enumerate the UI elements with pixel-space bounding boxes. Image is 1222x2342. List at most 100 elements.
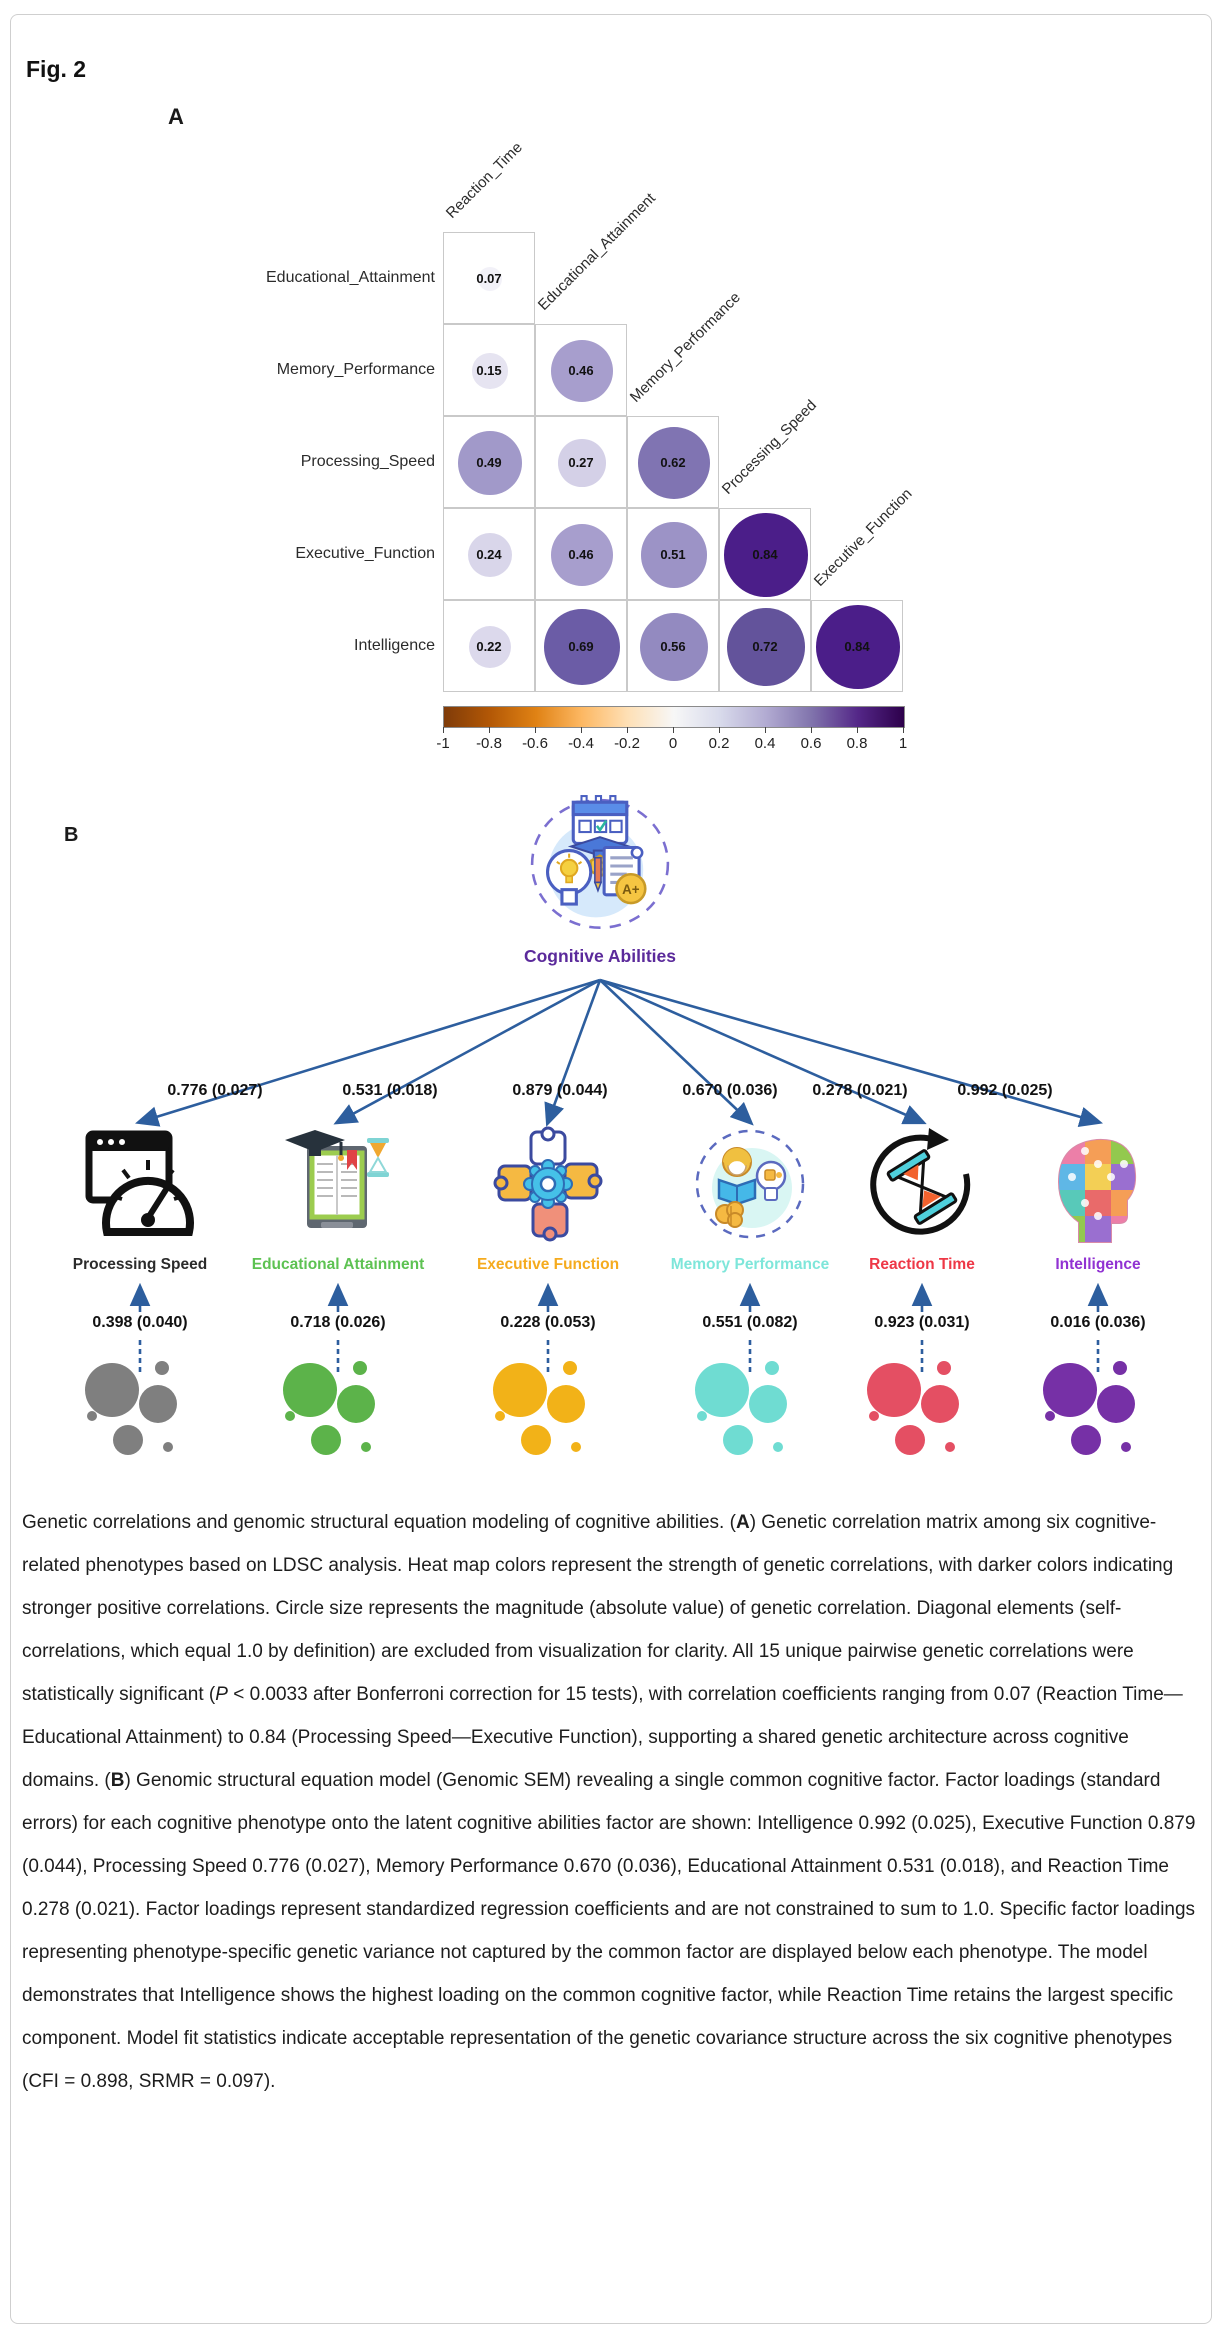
correlation-bubble [727, 608, 805, 686]
correlation-value: 0.84 [752, 546, 778, 562]
correlation-cell: 0.07 [443, 232, 535, 324]
specific-loading-value: 0.551 (0.082) [702, 1314, 798, 1331]
hourglass-cycle-icon [865, 1126, 979, 1244]
matrix-row-label: Executive_Function [295, 545, 435, 562]
colorbar-tick [627, 727, 628, 733]
factor-loading-value: 0.531 (0.018) [342, 1082, 438, 1099]
panel-b-label: B [64, 824, 79, 846]
colorbar-tick [765, 727, 766, 733]
factor-loading-arrows [135, 978, 1104, 1128]
puzzle-head-icon [1041, 1126, 1155, 1244]
correlation-cell: 0.22 [443, 600, 535, 692]
phenotype-label: Memory Performance [670, 1256, 830, 1273]
correlation-value: 0.84 [844, 638, 870, 654]
correlation-cell: 0.15 [443, 324, 535, 416]
colorbar-tick [719, 727, 720, 733]
correlation-value: 0.22 [476, 638, 502, 654]
phenotype-label: Processing Speed [72, 1256, 208, 1273]
caption-segment: ) Genomic structural equation model (Gen… [22, 1770, 1196, 2092]
person-brain-icon [693, 1126, 807, 1244]
factor-loading-value: 0.278 (0.021) [812, 1082, 908, 1099]
correlation-bubble [558, 439, 606, 487]
correlation-value: 0.24 [476, 546, 502, 562]
correlation-bubble [551, 340, 613, 402]
colorbar-tick-label: 0.8 [846, 735, 868, 752]
colorbar-tick-label: 0.4 [754, 735, 776, 752]
correlation-cell: 0.72 [719, 600, 811, 692]
correlation-value: 0.69 [568, 638, 594, 654]
colorbar-tick [489, 727, 490, 733]
correlation-cell: 0.27 [535, 416, 627, 508]
ereader-graduation-icon [281, 1126, 395, 1244]
speedometer-browser-icon [83, 1126, 197, 1244]
colorbar-tick [443, 727, 444, 733]
specific-loading-value: 0.228 (0.053) [500, 1314, 596, 1331]
correlation-bubble [458, 431, 522, 495]
puzzle-gear-icon [491, 1126, 605, 1244]
caption-segment: < 0.0033 after Bonferroni correction for… [22, 1684, 1183, 1791]
matrix-column-label: Educational_Attainment [534, 189, 659, 314]
correlation-cell: 0.56 [627, 600, 719, 692]
correlation-cell: 0.84 [811, 600, 903, 692]
caption-segment: ) Genetic correlation matrix among six c… [22, 1512, 1174, 1705]
colorbar-tick [857, 727, 858, 733]
correlation-bubble [467, 532, 513, 578]
correlation-value: 0.07 [476, 270, 502, 286]
figure-caption: Genetic correlations and genomic structu… [22, 1501, 1198, 2103]
correlation-cell: 0.51 [627, 508, 719, 600]
phenotype-label: Reaction Time [869, 1256, 975, 1273]
specific-variance-bubbles [283, 1361, 375, 1455]
correlation-value: 0.62 [660, 454, 686, 470]
correlation-bubble [472, 353, 508, 389]
correlation-value: 0.15 [476, 362, 502, 378]
caption-segment: Genetic correlations and genomic structu… [22, 1512, 736, 1533]
factor-loading-value: 0.992 (0.025) [957, 1082, 1053, 1099]
correlation-cell: 0.46 [535, 324, 627, 416]
svg-text:A+: A+ [622, 882, 640, 897]
phenotype-label: Intelligence [1055, 1256, 1141, 1273]
colorbar-tick-label: -1 [436, 735, 450, 752]
matrix-row-label: Memory_Performance [276, 361, 435, 378]
caption-segment: A [735, 1512, 750, 1533]
matrix-column-label: Reaction_Time [442, 138, 526, 222]
correlation-bubble [477, 266, 503, 292]
colorbar-tick-label: 0 [668, 735, 678, 752]
figure-number: Fig. 2 [26, 56, 87, 82]
colorbar-tick [535, 727, 536, 733]
specific-loading-value: 0.016 (0.036) [1050, 1314, 1146, 1331]
correlation-value: 0.27 [568, 454, 594, 470]
specific-variance-bubbles [493, 1361, 585, 1455]
factor-loading-value: 0.879 (0.044) [512, 1082, 608, 1099]
matrix-row-label: Intelligence [354, 637, 435, 654]
specific-variance-bubbles [695, 1361, 787, 1455]
correlation-value: 0.72 [752, 638, 778, 654]
specific-loading-value: 0.398 (0.040) [92, 1314, 188, 1331]
latent-factor-name: Cognitive Abilities [523, 946, 676, 966]
colorbar-tick [903, 727, 904, 733]
correlation-cell: 0.69 [535, 600, 627, 692]
correlation-value: 0.51 [660, 546, 686, 562]
correlation-bubble [468, 625, 512, 669]
matrix-row-label: Processing_Speed [300, 453, 435, 470]
caption-segment: B [110, 1770, 125, 1791]
correlation-cell: 0.46 [535, 508, 627, 600]
colorbar-tick-label: -0.2 [614, 735, 640, 752]
colorbar-tick [811, 727, 812, 733]
phenotype-label: Educational Attainment [251, 1256, 425, 1273]
correlation-value: 0.49 [476, 454, 502, 470]
correlation-bubble [551, 524, 613, 586]
correlation-cell: 0.49 [443, 416, 535, 508]
colorbar-tick-label: 0.2 [708, 735, 730, 752]
matrix-column-label: Processing_Speed [718, 396, 820, 498]
factor-loading-value: 0.776 (0.027) [167, 1082, 263, 1099]
specific-loading-value: 0.718 (0.026) [290, 1314, 386, 1331]
panel-a-label: A [168, 104, 184, 129]
factor-loading-value: 0.670 (0.036) [682, 1082, 778, 1099]
correlation-cell: 0.24 [443, 508, 535, 600]
phenotype-label: Executive Function [476, 1256, 620, 1273]
correlation-bubble [816, 605, 900, 689]
colorbar-tick [673, 727, 674, 733]
specific-variance-bubbles [1043, 1361, 1135, 1455]
correlation-value: 0.46 [568, 362, 594, 378]
